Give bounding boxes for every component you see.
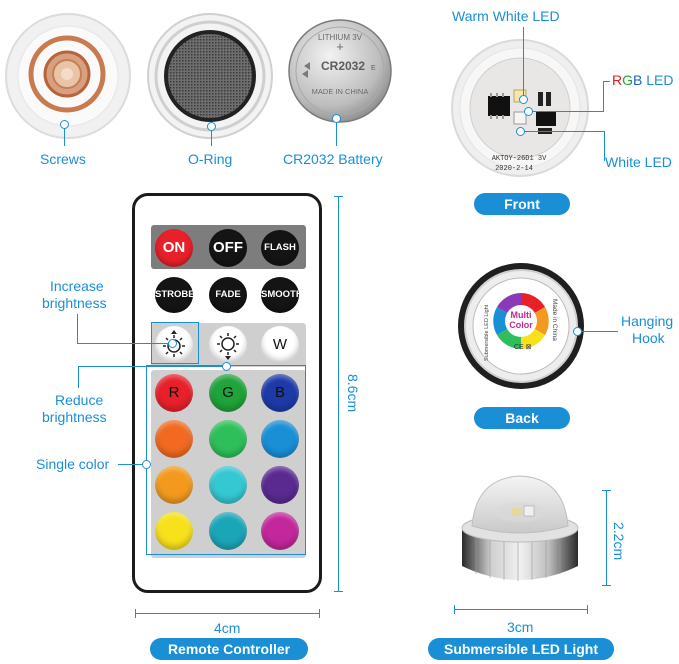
increase-label-1: Increase	[50, 278, 104, 294]
screws-image	[4, 12, 132, 140]
led-light-image	[450, 470, 590, 590]
color-button-red[interactable]: R	[155, 374, 193, 412]
light-height-line	[606, 490, 607, 586]
warm-white-label: Warm White LED	[452, 8, 560, 24]
reduce-brightness-button[interactable]	[209, 326, 247, 364]
light-height-label: 2.2cm	[611, 522, 627, 561]
remote-controller: ON OFF FLASH STROBE FADE SMOOTH	[132, 193, 322, 593]
back-side-text: Made in China	[551, 299, 558, 341]
rgb-led-line-h2	[603, 81, 610, 82]
white-led-line-h	[521, 131, 605, 132]
light-height-cap-top	[602, 490, 611, 491]
battery-line1: LITHIUM 3V	[318, 33, 363, 42]
screws-label: Screws	[40, 151, 86, 167]
warm-white-dot	[519, 95, 528, 104]
screws-line	[64, 128, 65, 146]
remote-height-label: 8.6cm	[345, 374, 361, 413]
remote-pill: Remote Controller	[150, 638, 308, 660]
color-button-yellow[interactable]	[155, 512, 193, 550]
pcb-line2: 2020-2-14	[495, 165, 533, 173]
single-color-dot	[142, 460, 151, 469]
color-button-light-green[interactable]	[209, 420, 247, 458]
oring-line	[211, 130, 212, 146]
reduce-line-h	[78, 366, 226, 367]
warm-white-line	[523, 27, 524, 97]
off-button[interactable]: OFF	[209, 229, 247, 267]
white-led-line-v	[604, 131, 605, 161]
hanging-label-1: Hanging	[621, 313, 674, 329]
single-color-line	[118, 464, 146, 465]
light-width-label: 3cm	[507, 619, 534, 635]
battery-image: LITHIUM 3V + CR2032 E MADE IN CHINA	[287, 18, 393, 124]
battery-line	[336, 122, 337, 146]
color-button-teal[interactable]	[209, 512, 247, 550]
hanging-hook-line	[581, 331, 618, 332]
color-button-amber[interactable]	[155, 466, 193, 504]
light-width-cap-right	[587, 605, 588, 614]
remote-height-cap-bot	[334, 591, 343, 592]
rgb-r-letter: R	[612, 72, 623, 88]
fade-button[interactable]: FADE	[209, 277, 247, 313]
remote-height-line	[338, 196, 339, 592]
hanging-label-2: Hook	[632, 330, 665, 346]
oring-label: O-Ring	[188, 151, 233, 167]
color-button-blue[interactable]: B	[261, 374, 299, 412]
light-height-cap-bot	[602, 585, 611, 586]
reduce-line-v	[78, 366, 79, 388]
color-button-purple[interactable]	[261, 466, 299, 504]
color-button-orange[interactable]	[155, 420, 193, 458]
rgb-led-line-v	[603, 81, 604, 112]
rgb-led-line-h	[528, 111, 604, 112]
remote-width-label: 4cm	[214, 620, 241, 636]
single-color-label: Single color	[36, 456, 110, 472]
back-badge-l2: Color	[509, 320, 533, 330]
pcb-line1: AKTOY-26D1 3V	[492, 155, 547, 163]
battery-label: CR2032 Battery	[283, 151, 383, 167]
front-pill: Front	[474, 193, 570, 215]
back-left-text: Submersible LED Light	[484, 304, 490, 361]
back-pill: Back	[474, 407, 570, 429]
increase-label-2: brightness	[42, 295, 107, 311]
back-image: Multi Color CE ⊠ Made in China Submersib…	[456, 263, 586, 389]
svg-text:+: +	[336, 39, 344, 54]
rgb-led-dot	[524, 107, 533, 116]
light-pill: Submersible LED Light	[428, 638, 614, 660]
color-button-magenta[interactable]	[261, 512, 299, 550]
battery-suffix: E	[371, 65, 376, 72]
light-width-line	[454, 609, 588, 610]
oring-image	[146, 12, 274, 140]
white-button[interactable]: W	[261, 326, 299, 364]
color-button-green[interactable]: G	[209, 374, 247, 412]
reduce-label-1: Reduce	[55, 392, 104, 408]
front-image: AKTOY-26D1 3V 2020-2-14	[451, 38, 589, 178]
rgb-led-label: RGB LED	[612, 72, 673, 89]
remote-width-line	[135, 613, 320, 614]
back-badge-l1: Multi	[511, 310, 532, 320]
on-button[interactable]: ON	[155, 229, 193, 267]
battery-line3: MADE IN CHINA	[312, 87, 369, 96]
smooth-button[interactable]: SMOOTH	[261, 277, 303, 313]
reduce-dot	[222, 362, 231, 371]
color-button-cyan[interactable]	[209, 466, 247, 504]
reduce-label-2: brightness	[42, 409, 107, 425]
rgb-b-letter: B	[633, 72, 643, 88]
white-led-label: White LED	[605, 154, 672, 170]
remote-width-cap-right	[319, 609, 320, 618]
remote-height-cap-top	[334, 196, 343, 197]
color-button-sky-blue[interactable]	[261, 420, 299, 458]
increase-line-h	[77, 343, 171, 344]
light-width-cap-left	[454, 605, 455, 614]
remote-width-cap-left	[135, 609, 136, 618]
single-color-box	[146, 365, 306, 555]
rgb-suffix: LED	[642, 72, 674, 88]
increase-line-v	[77, 314, 78, 344]
svg-text:CE ⊠: CE ⊠	[514, 344, 532, 351]
flash-button[interactable]: FLASH	[261, 230, 299, 266]
white-led-dot	[516, 127, 525, 136]
strobe-button[interactable]: STROBE	[155, 277, 195, 313]
increase-dot	[168, 339, 177, 348]
rgb-g-letter: G	[622, 72, 634, 88]
sun-down-icon	[217, 333, 239, 360]
battery-model: CR2032	[321, 59, 365, 73]
